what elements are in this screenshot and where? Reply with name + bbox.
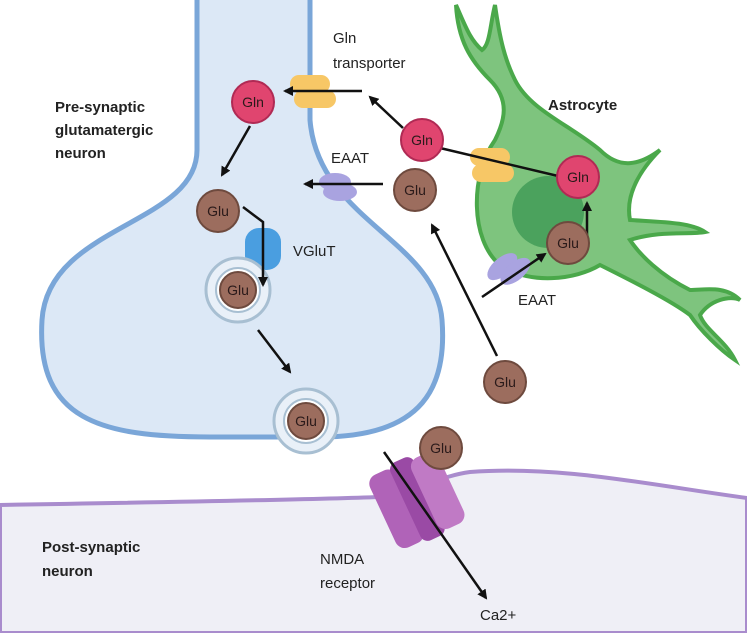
- arrow-calcium-influx: [382, 451, 488, 600]
- eaat-neuron-label: EAAT: [331, 150, 369, 167]
- gln-label: Gln: [411, 132, 433, 148]
- eaat-astrocyte-label: EAAT: [518, 292, 556, 309]
- presynaptic-label-1: Pre-synaptic: [55, 99, 145, 116]
- presynaptic-label-2: glutamatergic: [55, 122, 153, 139]
- glu-molecule: Glu: [219, 271, 257, 309]
- vglut-label: VGluT: [293, 243, 336, 260]
- gln-transporter-label-2: transporter: [333, 55, 406, 72]
- arrow-gln-out-astrocyte: [368, 95, 404, 129]
- gln-label: Gln: [567, 169, 589, 185]
- nmda-label-1: NMDA: [320, 551, 364, 568]
- glu-label: Glu: [430, 440, 452, 456]
- glu-label: Glu: [295, 413, 317, 429]
- postsynaptic-label-1: Post-synaptic: [42, 539, 140, 556]
- arrow-gln-astrocyte-link: [439, 146, 559, 178]
- glu-molecule: Glu: [393, 168, 437, 212]
- gln-molecule: Gln: [231, 80, 275, 124]
- calcium-label: Ca2+: [480, 607, 517, 624]
- glu-label: Glu: [207, 203, 229, 219]
- postsynaptic-label-2: neuron: [42, 563, 93, 580]
- gln-label: Gln: [242, 94, 264, 110]
- glu-molecule: Glu: [483, 360, 527, 404]
- nmda-label-2: receptor: [320, 575, 375, 592]
- presynaptic-neuron: [39, 0, 446, 440]
- arrow-glu-into-vesicle: [242, 206, 268, 287]
- gln-transporter-label-1: Gln: [333, 30, 356, 47]
- gln-molecule: Gln: [400, 118, 444, 162]
- glu-label: Glu: [557, 235, 579, 251]
- gln-transporter-neuron: [290, 75, 336, 108]
- gln-molecule: Gln: [556, 155, 600, 199]
- presynaptic-label-3: neuron: [55, 145, 106, 162]
- glu-molecule: Glu: [546, 221, 590, 265]
- arrows: [220, 86, 592, 600]
- glu-molecule: Glu: [196, 189, 240, 233]
- glu-label: Glu: [404, 182, 426, 198]
- glu-molecule: Glu: [419, 426, 463, 470]
- glu-label: Glu: [227, 282, 249, 298]
- glu-molecule: Glu: [287, 402, 325, 440]
- glu-label: Glu: [494, 374, 516, 390]
- astrocyte-label: Astrocyte: [548, 97, 617, 114]
- arrow-vesicle-release: [257, 329, 292, 374]
- arrow-glu-reuptake: [430, 223, 499, 357]
- arrow-gln-to-glu: [220, 125, 252, 177]
- eaat-neuron: [319, 173, 357, 201]
- arrow-glu-into-astrocyte: [481, 252, 547, 299]
